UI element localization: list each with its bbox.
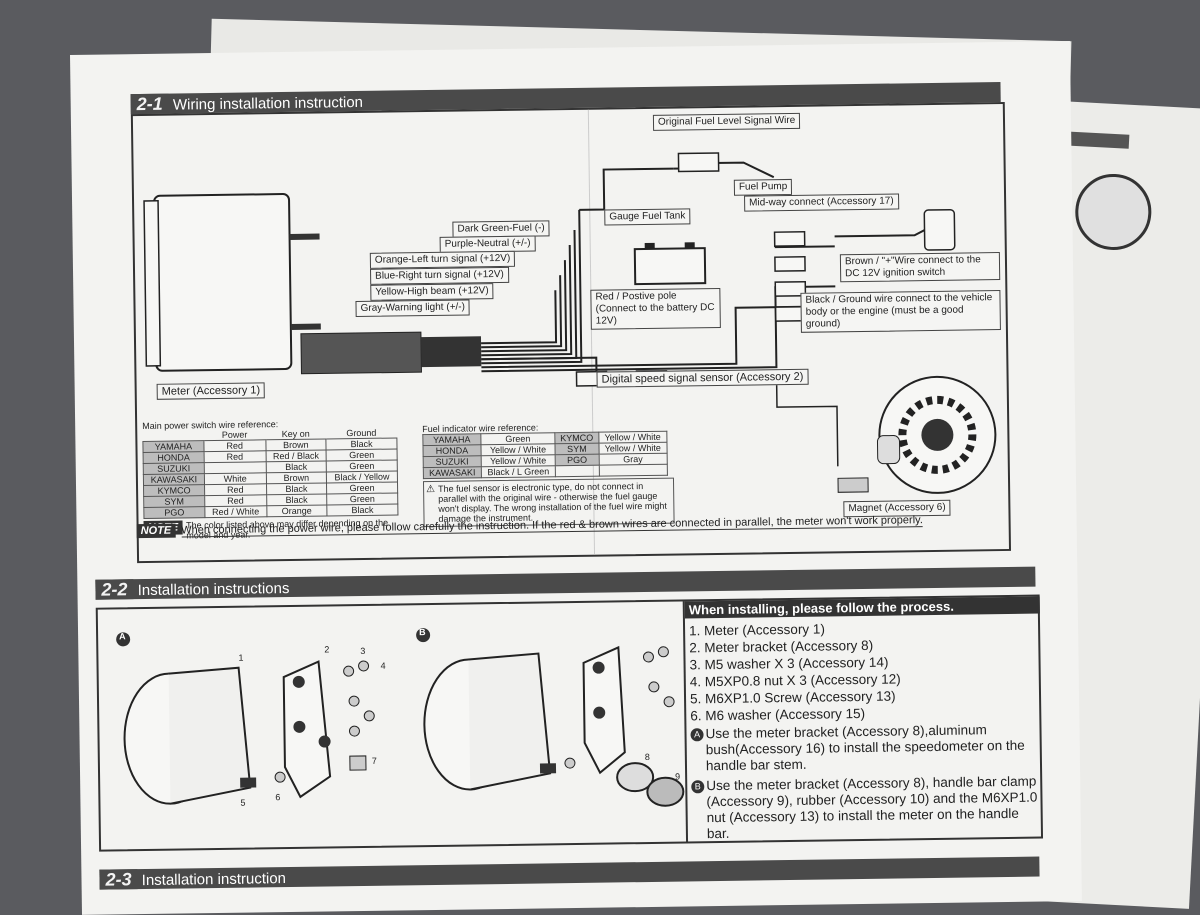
instruction-sheet: 2-1 Wiring installation instruction <box>70 41 1082 915</box>
section-number: 2-2 <box>95 579 134 600</box>
back-sheet-bar <box>1068 131 1130 149</box>
table-cell: Red <box>204 483 267 496</box>
callout-3: 3 <box>360 645 366 657</box>
table-cell: SYM <box>143 495 205 508</box>
table-cell: Red <box>204 494 267 507</box>
table-cell <box>204 461 266 474</box>
callout-1: 1 <box>238 652 244 663</box>
gray-wire-label: Gray-Warning light (+/-) <box>355 299 471 318</box>
table-cell: Yellow / White <box>598 431 667 444</box>
diagram-b <box>416 628 685 807</box>
table-cell: Red / Black <box>265 449 327 462</box>
battery-drawing <box>633 242 707 286</box>
callout-5: 5 <box>240 797 246 808</box>
step-a-text: Use the meter bracket (Accessory 8),alum… <box>705 722 1025 774</box>
meter-drawing <box>143 193 482 375</box>
callout-9: 9 <box>675 771 681 782</box>
wiring-drawing <box>143 152 997 494</box>
table-cell: PGO <box>143 506 205 519</box>
table-cell: Black <box>266 482 327 495</box>
table-cell: Black <box>326 503 398 516</box>
table-cell: White <box>204 472 267 485</box>
section-number: 2-1 <box>130 93 169 115</box>
install-steps-list: 1. Meter (Accessory 1) 2. Meter bracket … <box>685 614 1041 725</box>
callout-2: 2 <box>324 644 330 655</box>
callout-6: 6 <box>275 792 281 803</box>
table-cell: YAMAHA <box>422 433 481 446</box>
table-cell: KAWASAKI <box>143 473 205 486</box>
midway-connect-label: Mid-way connect (Accessory 17) <box>744 193 899 212</box>
yellow-wire-label: Yellow-High beam (+12V) <box>370 283 494 301</box>
section-title: Installation instruction <box>141 870 287 890</box>
table-cell: Yellow / White <box>480 443 556 456</box>
marker-a-icon: A <box>690 728 704 742</box>
table-cell: HONDA <box>422 444 481 457</box>
table-cell: SYM <box>555 443 599 455</box>
callout-4: 4 <box>380 660 386 671</box>
table-cell: Brown <box>265 471 327 484</box>
table-cell: Brown <box>265 438 327 451</box>
table-cell: SUZUKI <box>143 462 205 475</box>
blue-wire-label: Blue-Right turn signal (+12V) <box>370 266 509 285</box>
exploded-view-drawings <box>116 628 685 807</box>
marker-a-label: A <box>119 631 126 642</box>
speed-sensor-label: Digital speed signal sensor (Accessory 2… <box>596 368 809 388</box>
brown-wire-label: Brown / "+"Wire connect to the DC 12V ig… <box>839 252 1001 283</box>
brake-rotor-drawing <box>775 375 997 494</box>
gauge-fuel-tank-label: Gauge Fuel Tank <box>604 208 691 226</box>
table-cell: Red / White <box>204 505 267 518</box>
section-number: 2-3 <box>99 869 138 890</box>
back-sheet-gauge-image <box>1073 172 1154 252</box>
table-cell: SUZUKI <box>423 455 482 468</box>
black-wire-label: Black / Ground wire connect to the vehic… <box>800 290 1001 333</box>
table-cell: Black <box>266 493 327 506</box>
note-tag: NOTE <box>136 523 176 539</box>
install-steps-panel: When installing, please follow the proce… <box>682 596 1044 844</box>
table-cell: KAWASAKI <box>423 466 482 479</box>
table-cell: Black / Yellow <box>326 470 398 483</box>
step-b-text: Use the meter bracket (Accessory 8), han… <box>706 773 1038 842</box>
callout-8: 8 <box>644 751 650 763</box>
step-b: B Use the meter bracket (Accessory 8), h… <box>687 771 1043 844</box>
section-2-2-header: 2-2 Installation instructions <box>95 566 1036 600</box>
table-cell: Yellow / White <box>598 442 668 455</box>
table-cell <box>598 464 668 477</box>
table-cell: Black / L Green <box>481 465 556 478</box>
marker-b-icon: B <box>691 780 705 794</box>
table-cell: YAMAHA <box>142 440 204 453</box>
fuel-pump-label: Fuel Pump <box>733 178 793 196</box>
table-cell: KYMCO <box>555 432 599 444</box>
table-cell: Red <box>203 450 266 463</box>
meter-label: Meter (Accessory 1) <box>156 382 266 400</box>
table-cell: HONDA <box>143 451 205 464</box>
red-pole-label: Red / Postive pole (Connect to the batte… <box>590 287 721 330</box>
section-2-3-header: 2-3 Installation instruction <box>99 856 1040 890</box>
wiring-diagram-box: Original Fuel Level Signal Wire Fuel Pum… <box>130 101 1012 564</box>
callout-7: 7 <box>371 755 377 766</box>
warning-icon: ⚠ <box>426 483 436 496</box>
original-fuel-label: Original Fuel Level Signal Wire <box>652 112 801 131</box>
table-cell: Orange <box>266 504 328 517</box>
step-a: A Use the meter bracket (Accessory 8),al… <box>686 720 1042 777</box>
marker-b-label: B <box>419 627 426 638</box>
section-title: Installation instructions <box>137 579 290 600</box>
diagram-a <box>116 632 375 805</box>
table-cell: Red <box>203 439 266 452</box>
table-cell: Yellow / White <box>480 454 556 467</box>
table-cell: Black <box>265 460 327 473</box>
installation-box: When installing, please follow the proce… <box>95 594 1044 852</box>
table-cell: KYMCO <box>143 484 205 497</box>
table-cell: PGO <box>555 454 599 466</box>
table-cell <box>555 465 599 477</box>
